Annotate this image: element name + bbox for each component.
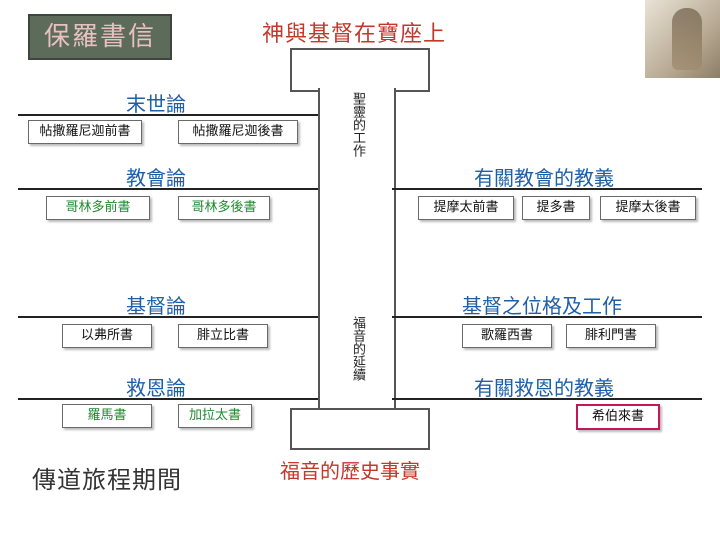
divider-christ-person-work [392,316,702,318]
throne-heading: 神與基督在寶座上 [262,16,446,48]
divider-church-teaching [392,188,702,190]
book-cor2: 哥林多後書 [178,196,270,220]
divider-ecclesiology [18,188,318,190]
section-soteriology: 救恩論 [126,372,186,401]
book-gal: 加拉太書 [178,404,252,428]
book-phlm: 腓利門書 [566,324,656,348]
section-salvation-teaching: 有關救恩的教義 [474,372,614,401]
section-eschatology: 末世論 [126,88,186,117]
book-thess2: 帖撒羅尼迦後書 [178,120,298,144]
book-rom: 羅馬書 [62,404,152,428]
gospel-history-label: 福音的歷史事實 [280,455,420,484]
book-titus: 提多書 [522,196,590,220]
missionary-journeys-label: 傳道旅程期間 [32,460,182,495]
book-tim2: 提摩太後書 [600,196,696,220]
paul-figure [672,8,702,70]
book-col: 歌羅西書 [462,324,552,348]
section-ecclesiology: 教會論 [126,162,186,191]
book-cor1: 哥林多前書 [46,196,150,220]
pillar-mid-text: 福音的延續 [348,316,367,381]
section-christology: 基督論 [126,290,186,319]
book-eph: 以弗所書 [62,324,152,348]
divider-eschatology [18,114,318,116]
book-thess1: 帖撒羅尼迦前書 [28,120,142,144]
divider-soteriology [18,398,318,400]
book-phil: 腓立比書 [178,324,268,348]
book-tim1: 提摩太前書 [418,196,514,220]
divider-christology [18,316,318,318]
divider-salvation-teaching [392,398,702,400]
book-heb: 希伯來書 [576,404,660,430]
page-title: 保羅書信 [28,14,172,60]
pillar-top-cap [290,48,430,92]
pillar-top-text: 聖靈的工作 [348,92,367,157]
section-christ-person-work: 基督之位格及工作 [462,290,622,319]
section-church-teaching: 有關教會的教義 [474,162,614,191]
pillar-bottom-base [290,408,430,450]
